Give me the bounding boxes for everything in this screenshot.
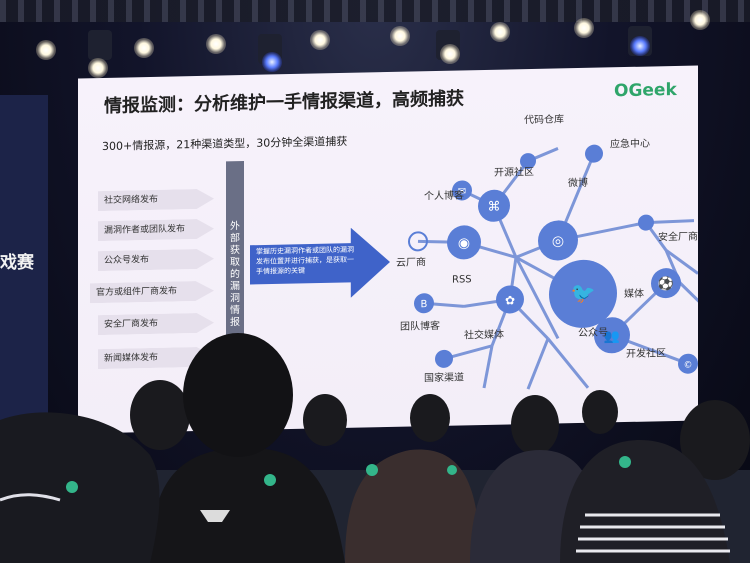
channel-network-diagram: 🐦 ⌘ ◉ ✉ ◎ ⚽ ✿ 👥 B © bbox=[408, 144, 698, 390]
striped-shirt bbox=[576, 513, 730, 553]
stage-light-blue bbox=[262, 52, 282, 72]
stage-light bbox=[390, 26, 410, 46]
twitter-node bbox=[549, 259, 617, 328]
audience-head-front bbox=[183, 333, 293, 457]
soccer-icon: ⚽ bbox=[657, 276, 674, 292]
headphone-light bbox=[264, 474, 276, 486]
dev-community-node bbox=[678, 353, 698, 374]
team-blog-node bbox=[414, 293, 434, 314]
shirt-logo bbox=[200, 510, 230, 522]
rss-node bbox=[447, 225, 481, 260]
social-media-node bbox=[496, 285, 524, 314]
blogger-icon: B bbox=[421, 299, 428, 310]
chat-icon: ✉ bbox=[458, 186, 466, 197]
audience-head-woman bbox=[345, 449, 480, 563]
rss-icon: ◉ bbox=[458, 235, 470, 251]
stage-light bbox=[574, 18, 594, 38]
audience-head bbox=[511, 395, 559, 455]
headphone-light bbox=[447, 465, 457, 475]
audience-body bbox=[150, 447, 345, 563]
wechat-icon: ✿ bbox=[505, 293, 515, 307]
audience-head bbox=[680, 400, 750, 480]
stage-light bbox=[690, 10, 710, 30]
media-node bbox=[651, 268, 681, 299]
stage-light bbox=[310, 30, 330, 50]
security-vendor-node bbox=[638, 214, 654, 231]
stage-light bbox=[36, 40, 56, 60]
github-icon: ⌘ bbox=[488, 200, 501, 215]
twitter-icon: 🐦 bbox=[571, 281, 596, 306]
headphone-light bbox=[66, 481, 78, 493]
stage-light bbox=[134, 38, 154, 58]
audience-body bbox=[560, 440, 730, 563]
stage-truss bbox=[0, 0, 750, 22]
stage-light bbox=[490, 22, 510, 42]
stage-light bbox=[88, 58, 108, 78]
cloud-vendor-node bbox=[408, 231, 428, 252]
code-repo-node bbox=[520, 153, 536, 170]
light-fixture bbox=[88, 30, 112, 60]
open-source-node bbox=[478, 189, 510, 222]
audience-head bbox=[410, 394, 450, 442]
wechat-account-node bbox=[594, 317, 630, 354]
personal-blog-node bbox=[452, 180, 472, 201]
side-banner bbox=[0, 95, 48, 425]
stage-light bbox=[206, 34, 226, 54]
emergency-node bbox=[585, 144, 603, 163]
stage-light-blue bbox=[630, 36, 650, 56]
audience-head bbox=[130, 380, 190, 450]
headphone-light bbox=[619, 456, 631, 468]
audience-head bbox=[303, 394, 347, 446]
weibo-node bbox=[538, 220, 578, 261]
audience-head-left bbox=[0, 412, 160, 563]
national-channel-node bbox=[435, 349, 453, 368]
side-banner-text: 戏赛 bbox=[0, 253, 34, 273]
stage-light bbox=[440, 44, 460, 64]
audience-head bbox=[582, 390, 618, 434]
hair-clip bbox=[0, 493, 61, 502]
copyright-icon: © bbox=[684, 361, 693, 371]
people-icon: 👥 bbox=[604, 329, 620, 344]
headphone-light bbox=[366, 464, 378, 476]
presentation-slide: 情报监测：分析维护一手情报渠道，高频捕获 OGeek 300+情报源，21种渠道… bbox=[78, 65, 698, 434]
weibo-icon: ◎ bbox=[552, 233, 564, 249]
